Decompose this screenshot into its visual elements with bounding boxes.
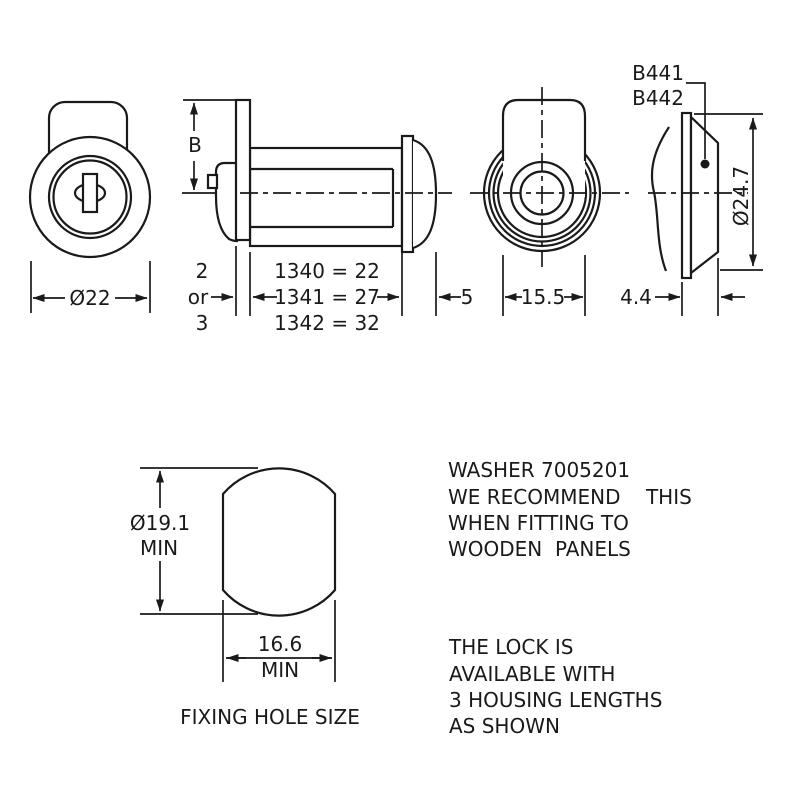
cam-width-label: B — [188, 133, 202, 157]
washer-thickness-label: 4.4 — [620, 285, 652, 309]
washer-note: WASHER 7005201 WE RECOMMEND THIS WHEN FI… — [448, 458, 692, 561]
washer-flange — [680, 111, 693, 280]
washer-cone — [689, 114, 720, 276]
key-slot — [81, 172, 99, 214]
leader-dot — [700, 159, 710, 169]
availability-note: THE LOCK IS AVAILABLE WITH 3 HOUSING LEN… — [448, 635, 662, 738]
hole-width-qualifier: MIN — [261, 658, 299, 682]
availability-note-line-1: THE LOCK IS — [448, 635, 573, 659]
cam-tab — [206, 173, 219, 190]
cam-thickness-line-1: 2 — [196, 259, 209, 283]
availability-note-line-2: AVAILABLE WITH — [449, 662, 615, 686]
washer-note-line-1: WASHER 7005201 — [448, 458, 630, 482]
head-cap-flange — [400, 134, 415, 254]
washer-note-line-3: WHEN FITTING TO — [448, 511, 629, 535]
panel-break-line — [650, 126, 670, 272]
housing-length-1340: 1340 = 22 — [274, 259, 380, 283]
washer-part-number-2: B442 — [632, 86, 684, 110]
fixing-hole-caption: FIXING HOLE SIZE — [180, 705, 360, 729]
cam-thickness-line-3: 3 — [196, 311, 209, 335]
front-bezel-inner-ring — [52, 159, 128, 235]
washer-diameter-label: Ø24.7 — [729, 166, 753, 226]
hole-diameter-label: Ø19.1 — [130, 511, 190, 535]
head-depth-label: 5 — [461, 285, 474, 309]
hole-diameter-qualifier: MIN — [140, 536, 178, 560]
fixing-hole-shape — [221, 467, 337, 617]
front-bezel-outer-ring — [47, 154, 133, 240]
front-view: Ø22 — [28, 100, 152, 313]
rear-view: 15.5 — [470, 87, 629, 316]
head-cap-dome — [412, 138, 438, 250]
side-view: B 2 or 3 1340 = 22 1341 = 27 1342 = 32 5 — [182, 98, 474, 335]
hole-width-label: 16.6 — [258, 632, 303, 656]
rear-housing-fill — [503, 100, 585, 197]
availability-note-line-4: AS SHOWN — [449, 714, 560, 738]
lock-body — [248, 146, 404, 248]
fixing-hole-view: Ø19.1 MIN 16.6 MIN FIXING HOLE SIZE — [130, 467, 360, 729]
rear-housing — [501, 98, 587, 161]
housing-length-1341: 1341 = 27 — [274, 285, 380, 309]
availability-note-line-3: 3 HOUSING LENGTHS — [449, 688, 662, 712]
cam-hub — [214, 161, 239, 243]
rear-width-label: 15.5 — [521, 285, 566, 309]
washer-view: B441 B442 Ø24.7 4.4 — [620, 61, 763, 316]
cam-plate — [234, 98, 252, 242]
washer-note-line-4: WOODEN PANELS — [448, 537, 631, 561]
housing-length-1342: 1342 = 32 — [274, 311, 380, 335]
washer-part-number-1: B441 — [632, 61, 684, 85]
cam-thickness-line-2: or — [188, 285, 209, 309]
front-diameter-label: Ø22 — [69, 286, 110, 310]
washer-note-line-2: WE RECOMMEND THIS — [448, 485, 692, 509]
leader-line — [686, 82, 706, 159]
